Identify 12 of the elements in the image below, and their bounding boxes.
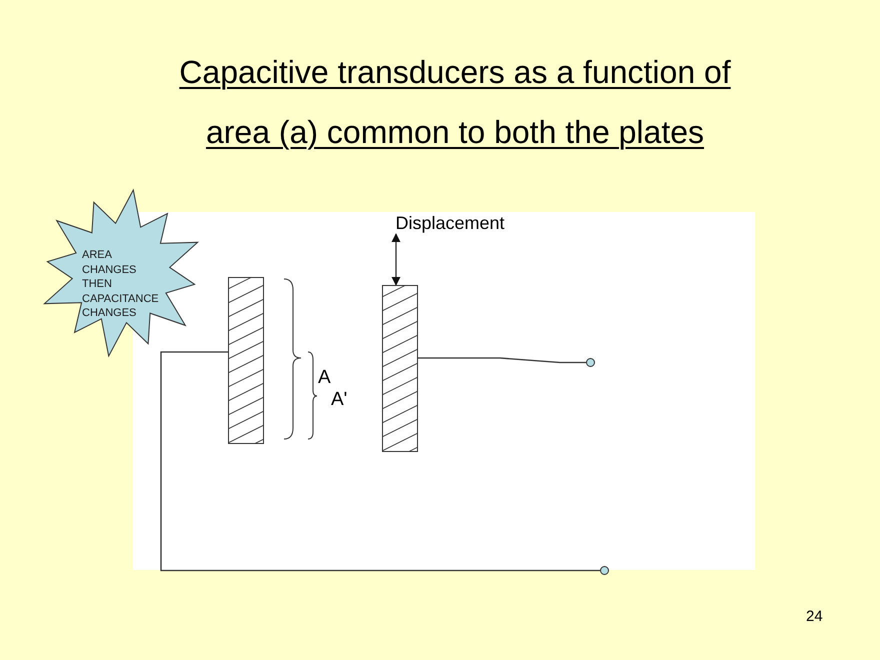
wire bbox=[160, 351, 600, 572]
page-number: 24 bbox=[806, 607, 823, 627]
wire bbox=[418, 357, 586, 364]
capacitor-plate bbox=[382, 285, 418, 452]
capacitor-plate bbox=[228, 277, 264, 444]
callout-text: AREA CHANGES THEN CAPACITANCE CHANGES bbox=[82, 248, 160, 320]
area-label: A bbox=[318, 366, 331, 390]
slide-title: Capacitive transducers as a function of area (a) common to both the plates bbox=[178, 53, 732, 152]
area-label: A' bbox=[331, 388, 348, 412]
terminal bbox=[600, 566, 609, 575]
displacement-label: Displacement bbox=[395, 212, 505, 234]
double-arrow bbox=[391, 233, 401, 286]
